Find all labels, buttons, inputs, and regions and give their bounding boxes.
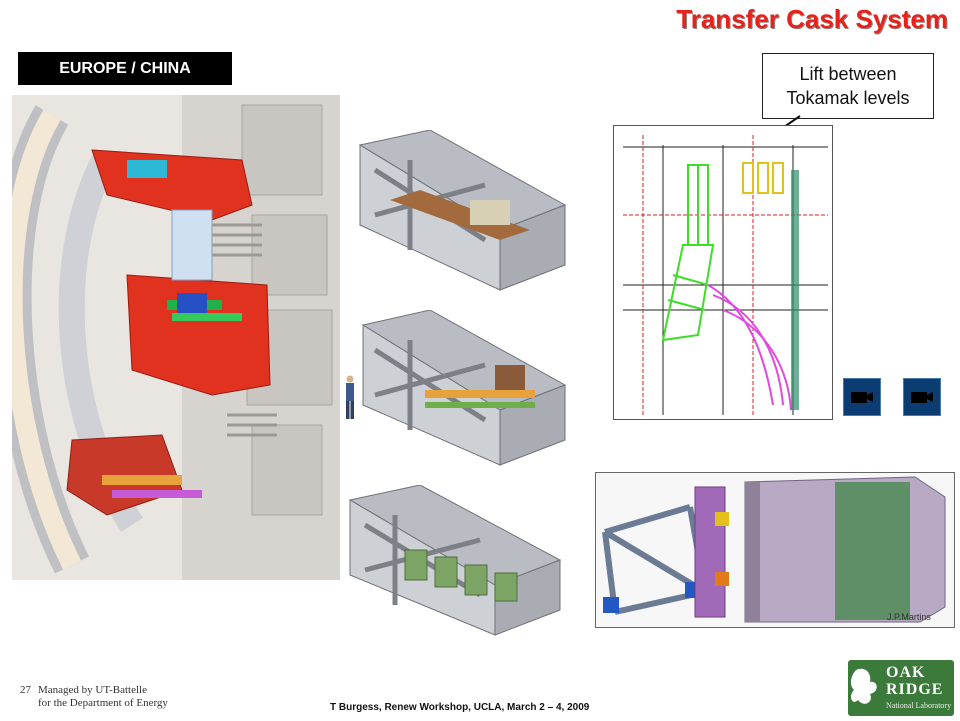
- logo-subtitle: National Laboratory: [886, 701, 952, 710]
- video-camera-glyph: [911, 392, 933, 403]
- oak-leaf-icon: [848, 660, 954, 716]
- cask-frame-middle: [361, 310, 567, 466]
- logo-word-2: RIDGE: [886, 681, 944, 698]
- managed-line-1: Managed by UT-Battelle: [38, 684, 147, 696]
- callout-box: Lift between Tokamak levels: [762, 53, 934, 119]
- logo-word-1: OAK: [886, 664, 926, 681]
- region-label: EUROPE / CHINA: [18, 52, 232, 85]
- video-camera-icon[interactable]: [843, 378, 881, 416]
- oak-ridge-logo: OAK RIDGE National Laboratory: [848, 660, 954, 716]
- page-number: 27: [20, 684, 31, 696]
- video-camera-glyph: [851, 392, 873, 403]
- tokamak-cutaway-image: [12, 95, 340, 580]
- lift-plan-drawing: [613, 125, 833, 420]
- footer-event: T Burgess, Renew Workshop, UCLA, March 2…: [330, 702, 590, 713]
- human-scale-figure: [346, 375, 354, 419]
- image-credit: J.P.Martins: [887, 612, 931, 622]
- slide-title: Transfer Cask System: [676, 4, 948, 34]
- callout-line-1: Lift between: [799, 64, 897, 84]
- video-camera-icon[interactable]: [903, 378, 941, 416]
- cask-frame-bottom: [348, 485, 562, 636]
- cask-frame-top: [358, 130, 567, 291]
- managed-by-text: Managed by UT-Battelle for the Departmen…: [38, 684, 168, 710]
- cask-closeup-image: [595, 472, 955, 628]
- callout-line-2: Tokamak levels: [786, 88, 910, 108]
- managed-line-2: for the Department of Energy: [38, 697, 168, 709]
